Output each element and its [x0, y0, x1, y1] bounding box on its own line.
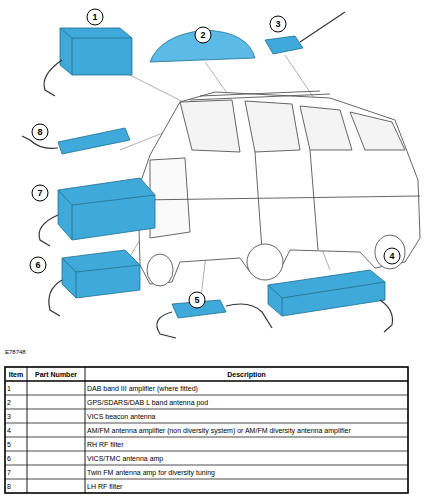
callout-number: 5	[189, 292, 205, 308]
callout-number: 3	[270, 16, 286, 32]
table-cell: LH RF filter	[85, 479, 408, 493]
table-cell: 6	[5, 451, 27, 465]
table-header: Part Number	[27, 367, 85, 381]
table-cell: AM/FM antenna amplifier (non diversity s…	[85, 423, 408, 437]
table-header: Description	[85, 367, 408, 381]
callout-number: 4	[384, 248, 400, 264]
callout-number: 1	[87, 9, 103, 25]
table-cell: RH RF filter	[85, 437, 408, 451]
table-cell: 2	[5, 395, 27, 409]
table-cell: 7	[5, 465, 27, 479]
table-cell: 3	[5, 409, 27, 423]
table-cell: DAB band III amplifier (where fitted)	[85, 381, 408, 395]
callout-number: 6	[30, 257, 46, 273]
table-header: Item	[5, 367, 27, 381]
callout-number: 2	[195, 27, 211, 43]
table-cell: GPS/SDARS/DAB L band antenna pod	[85, 395, 408, 409]
table-cell: VICS/TMC antenna amp	[85, 451, 408, 465]
table-cell: 8	[5, 479, 27, 493]
table-cell: 4	[5, 423, 27, 437]
table-cell: VICS beacon antenna	[85, 409, 408, 423]
figure-id: E78748	[5, 346, 65, 358]
table-cell: Twin FM antenna amp for diversity tuning	[85, 465, 408, 479]
table-cell: 5	[5, 437, 27, 451]
table-cell: 1	[5, 381, 27, 395]
callout-number: 8	[32, 124, 48, 140]
callout-number: 7	[32, 185, 48, 201]
